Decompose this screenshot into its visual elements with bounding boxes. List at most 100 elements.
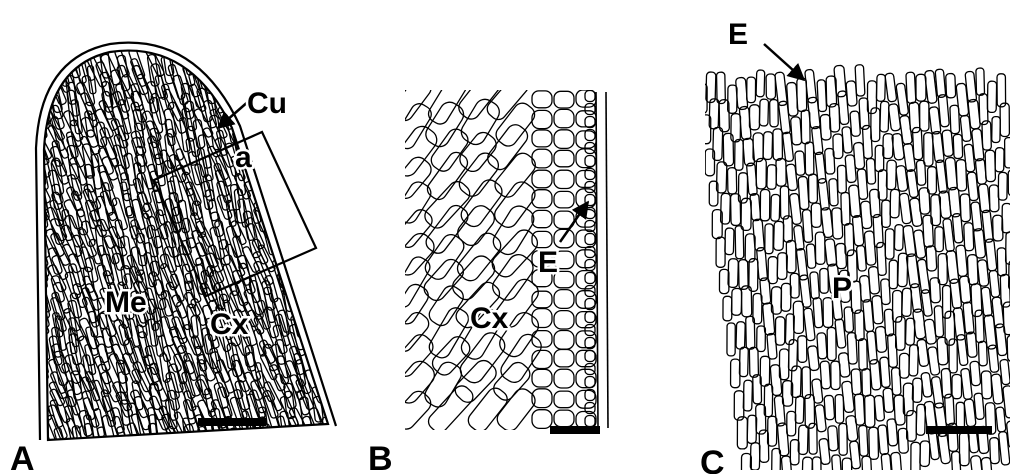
plant-cell (889, 260, 897, 289)
plant-cell (717, 72, 726, 103)
plant-cell (554, 109, 574, 127)
plant-cell (297, 188, 314, 221)
panel-a-scale-bar (198, 418, 266, 426)
plant-cell (989, 185, 999, 212)
plant-cell (429, 333, 473, 378)
plant-cell (306, 119, 326, 152)
plant-cell (307, 268, 321, 303)
panel-b-letter: B (368, 440, 393, 474)
plant-cell (393, 179, 434, 227)
plant-cell (392, 101, 434, 152)
plant-cell (876, 74, 885, 101)
plant-cell (952, 374, 962, 398)
plant-cell (318, 290, 328, 321)
plant-cell (391, 281, 432, 327)
plant-cell (1000, 103, 1009, 136)
plant-cell (319, 308, 338, 338)
plant-cell (279, 228, 301, 260)
plant-cell (930, 278, 941, 303)
plant-cell (1005, 138, 1010, 168)
plant-cell (978, 184, 990, 213)
plant-cell (828, 426, 839, 451)
panel-b-scale-bar (550, 426, 600, 434)
plant-cell (937, 337, 948, 365)
panel-a-cuticle-label: Cu (247, 87, 287, 120)
plant-cell (920, 101, 929, 131)
plant-cell (585, 390, 595, 401)
plant-cell (859, 425, 869, 456)
plant-cell (968, 99, 981, 129)
plant-cell (880, 101, 889, 132)
plant-cell (736, 322, 745, 349)
plant-cell (919, 188, 930, 215)
plant-cell (324, 115, 338, 149)
plant-cell (325, 49, 338, 77)
plant-cell (735, 139, 744, 170)
plant-cell (747, 77, 756, 103)
plant-cell (288, 261, 299, 292)
plant-cell (817, 333, 827, 359)
plant-cell (277, 118, 291, 151)
plant-cell (882, 200, 891, 227)
plant-cell (982, 121, 991, 150)
plant-cell (829, 179, 839, 206)
plant-cell (484, 72, 531, 123)
plant-cell (793, 225, 804, 250)
plant-cell (824, 395, 835, 420)
plant-cell (959, 276, 971, 304)
plant-cell (945, 157, 957, 190)
plant-cell (756, 70, 765, 97)
plant-cell (837, 165, 846, 193)
plant-cell (290, 109, 300, 141)
plant-cell (750, 193, 761, 221)
plant-cell (995, 148, 1004, 172)
plant-cell (762, 303, 774, 335)
plant-cell (311, 181, 322, 210)
plant-cell (938, 94, 949, 127)
plant-cell (813, 298, 823, 328)
plant-cell (554, 150, 574, 167)
plant-cell (288, 407, 311, 441)
plant-cell (756, 158, 766, 188)
plant-cell (286, 215, 297, 250)
plant-cell (554, 369, 574, 388)
plant-cell (257, 146, 269, 179)
plant-cell (911, 442, 920, 474)
plant-cell (205, 189, 219, 221)
plant-cell (885, 73, 897, 102)
plant-cell (812, 457, 821, 474)
plant-cell (295, 426, 313, 456)
plant-cell (997, 74, 1006, 107)
panel-a-cortex-label: Cx (210, 308, 249, 341)
plant-cell (858, 339, 867, 370)
plant-cell (763, 132, 773, 160)
plant-cell (854, 394, 865, 425)
plant-cell (278, 425, 295, 452)
panel-a-cell-network (29, 45, 340, 459)
panel-b-cortex-label: Cx (470, 302, 509, 335)
plant-cell (774, 221, 784, 250)
plant-cell (753, 219, 765, 251)
plant-cell (866, 158, 875, 184)
plant-cell (297, 66, 308, 92)
plant-cell (770, 364, 782, 395)
plant-cell (920, 441, 930, 467)
plant-cell (194, 264, 208, 295)
plant-cell (319, 114, 330, 139)
panel-c-scale-bar (926, 426, 992, 434)
plant-cell (585, 260, 595, 271)
plant-cell (857, 169, 868, 200)
plant-cell (862, 369, 871, 397)
plant-cell (225, 59, 236, 84)
plant-cell (964, 223, 974, 251)
plant-cell (576, 250, 596, 268)
plant-cell (855, 65, 865, 97)
plant-cell (272, 56, 283, 88)
plant-cell (307, 92, 321, 119)
plant-cell (945, 394, 955, 425)
panel-c-cell-network (697, 65, 1010, 474)
plant-cell (33, 64, 49, 92)
plant-cell (34, 368, 47, 401)
